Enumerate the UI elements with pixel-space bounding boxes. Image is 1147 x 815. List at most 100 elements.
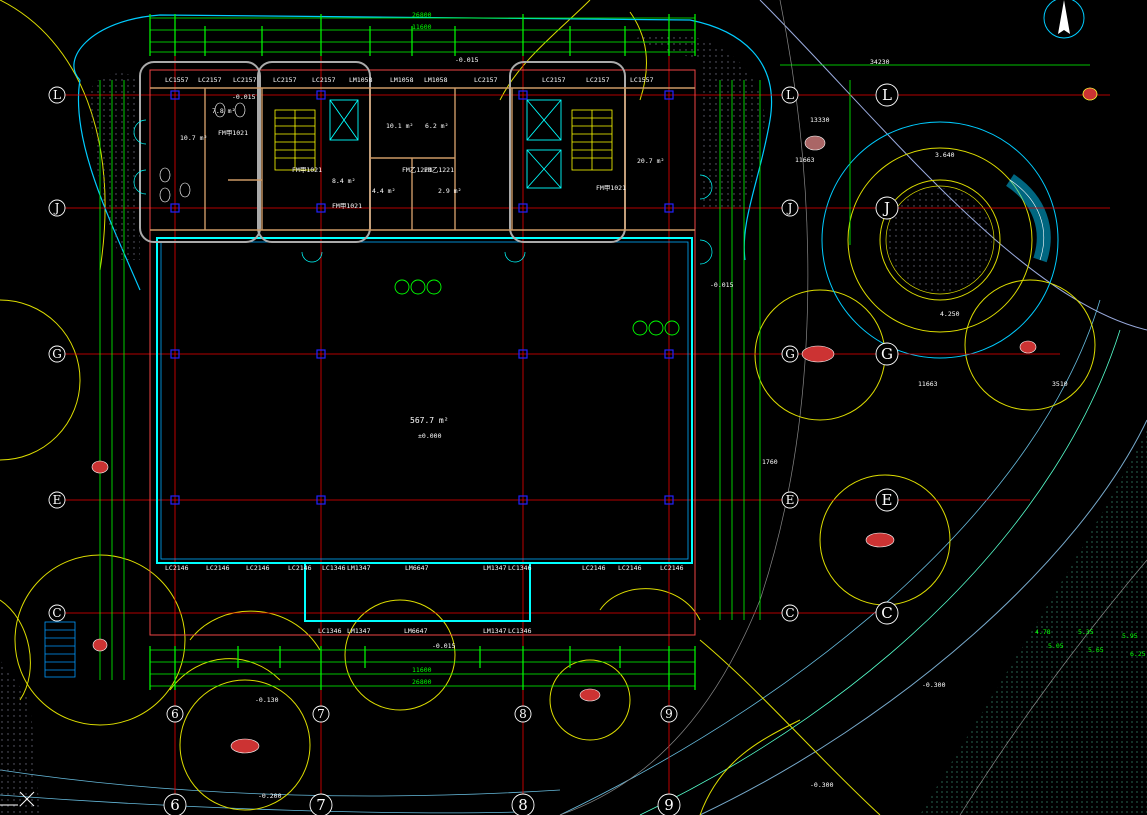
terrain-value: 5.35 [1078,628,1094,636]
svg-text:C: C [881,604,892,622]
door-tag: FM甲1021 [332,202,362,210]
window-tag: LC2146 [618,564,642,572]
svg-text:L: L [786,88,794,102]
window-tag: LM1347 [347,627,371,635]
window-tag: LC1346 [322,564,346,572]
site-dim: 1760 [762,458,778,466]
svg-text:C: C [52,606,61,620]
svg-text:E: E [786,493,795,507]
axis-bubble-site: J [875,196,899,220]
columns [170,90,674,505]
elevation-mark: -0.300 [922,681,946,689]
svg-text:J: J [53,201,60,215]
window-tag: LM1058 [424,76,448,84]
ucs-icon [0,791,35,807]
window-tag: LC1557 [165,76,189,84]
axis-bubble-bottom: 9 [660,705,678,723]
window-tag: LM1347 [347,564,371,572]
svg-text:6: 6 [171,707,179,721]
svg-text:7: 7 [317,707,325,721]
axis-bubble-left: E [48,491,66,509]
axis-bubble-site: E [875,488,899,512]
site-dim: 11663 [918,380,938,388]
svg-text:9: 9 [665,707,673,721]
door-tag: FM甲1021 [218,129,248,137]
window-tag: LC2146 [165,564,189,572]
window-tag: LC2146 [582,564,606,572]
elevation-mark: -0.015 [232,93,256,101]
svg-text:G: G [785,347,795,361]
window-tags: LC1557 LC2157 LC2157 LC2157 LC2157 LM1058 LM10… [165,76,684,635]
window-tag: LC2146 [206,564,230,572]
terrain-value: 5.05 [1048,642,1064,650]
door-tag: FM甲1021 [292,166,322,174]
window-tag: LM6647 [404,627,428,635]
axis-bubble-site: G [875,342,899,366]
window-tag: LM1347 [483,627,507,635]
room-area: 8.4 m² [332,177,355,185]
room-area: 20.7 m² [637,157,664,165]
axis-bubble-bottom: 6 [166,705,184,723]
svg-text:E: E [882,491,893,509]
window-tag: LC1557 [630,76,654,84]
elevation-mark: -0.130 [255,696,279,704]
axis-bubble-left: C [48,604,66,622]
elevation-mark: -0.200 [258,792,282,800]
axis-bubble-bottom-site: 8 [511,793,535,815]
dimension-lines [99,14,1090,690]
window-tag: LM6647 [405,564,429,572]
top-overall-dim: 26800 [412,11,432,19]
door-tag: FM甲1021 [596,184,626,192]
terrain-value: 6.25 [1130,650,1146,658]
room-area: 2.9 m² [438,187,461,195]
axis-bubble-bottom-site: 6 [163,793,187,815]
terrain-value: 5.65 [1088,646,1104,654]
window-tag: LM1058 [390,76,414,84]
window-tag: LC2146 [660,564,684,572]
door-tag: FM乙1221 [402,166,432,174]
svg-text:J: J [786,201,793,215]
svg-text:J: J [882,199,890,217]
svg-text:L: L [882,86,892,104]
elevation-mark: -0.015 [455,56,479,64]
window-tag: LC2157 [312,76,336,84]
window-tag: LC1346 [508,627,532,635]
hatch-areas [0,33,1147,815]
axis-bubble-right: G [781,345,799,363]
main-hall-elevation: ±0.000 [418,432,442,440]
window-tag: LC1346 [508,564,532,572]
top-sub-dim: 11600 [412,23,432,31]
axis-bubble-site: L [875,83,899,107]
window-tag: LC1346 [318,627,342,635]
window-tag: LC2157 [542,76,566,84]
axis-bubble-bottom-site: 9 [657,793,681,815]
plaza-elevation: 3.640 [935,151,955,159]
site-dim: 34230 [870,58,890,66]
room-area: 10.7 m² [180,134,207,142]
site-features [44,87,1098,754]
room-area: 4.4 m² [372,187,395,195]
window-tag: LC2157 [233,76,257,84]
axis-bubble-left: L [48,86,66,104]
axis-bubble-right: L [781,86,799,104]
annotations: 26800 11600 26800 11600 567.7 m² ±0.000 … [180,11,1146,800]
main-hall-area: 567.7 m² [410,416,449,425]
svg-text:G: G [52,347,62,361]
axis-bubble-right: C [781,604,799,622]
axis-bubble-left: J [48,199,66,217]
window-tag: LC2157 [474,76,498,84]
svg-text:G: G [881,345,893,363]
axis-bubble-right: J [781,199,799,217]
bottom-overall-dim: 26800 [412,678,432,686]
window-tag: LM1058 [349,76,373,84]
window-tag: LC2157 [586,76,610,84]
svg-text:E: E [53,493,62,507]
axis-bubble-bottom: 7 [312,705,330,723]
axis-bubble-site: C [875,601,899,625]
room-area: 6.2 m² [425,122,448,130]
door-tag: FM乙1221 [424,166,454,174]
site-dim: 13330 [810,116,830,124]
